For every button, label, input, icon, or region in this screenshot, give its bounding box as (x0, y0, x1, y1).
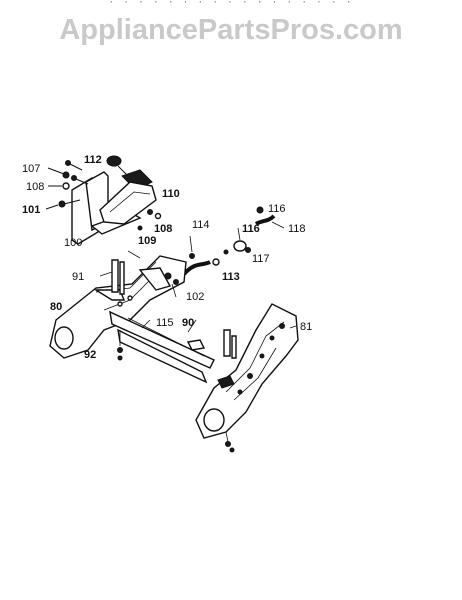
callout-101: 101 (22, 204, 40, 216)
bottom-fastener (225, 431, 235, 453)
callout-90: 90 (182, 317, 194, 329)
knob-112 (106, 155, 129, 177)
side-frame-80 (49, 255, 187, 359)
callout-114: 114 (192, 219, 210, 231)
callout-116-b: 116 (242, 223, 260, 235)
screw-107 (47, 167, 70, 179)
fastener-92 (117, 330, 123, 361)
rod-91 (111, 259, 125, 295)
callout-108-b: 108 (154, 223, 172, 235)
callout-112: 112 (84, 154, 102, 166)
callouts: 107 108 101 112 110 108 114 109 100 116 … (22, 154, 312, 361)
callout-108: 108 (26, 181, 44, 193)
callout-117: 117 (252, 253, 270, 265)
parts-116-118 (223, 206, 276, 255)
washer-108 (48, 182, 70, 190)
callout-91: 91 (72, 271, 84, 283)
callout-113: 113 (222, 271, 240, 283)
callout-116: 116 (268, 203, 286, 215)
callout-118: 118 (288, 223, 306, 235)
handle-110 (99, 169, 162, 231)
side-frame-81 (195, 303, 299, 439)
callout-110: 110 (162, 188, 180, 200)
callout-109: 109 (138, 235, 156, 247)
cross-bar-90 (109, 310, 215, 384)
screw-101 (45, 199, 81, 210)
pin-114 (189, 235, 195, 259)
callout-115: 115 (156, 317, 174, 329)
leader-lines (99, 221, 297, 333)
callout-107: 107 (22, 163, 40, 175)
callout-81: 81 (300, 321, 312, 333)
callout-80: 80 (50, 301, 62, 313)
callout-92: 92 (84, 349, 96, 361)
callout-102: 102 (186, 291, 204, 303)
watermark-logo: AppliancePartsPros.com (59, 14, 403, 46)
cable-113 (180, 258, 220, 276)
cropped-header-text: · · · · · · · · · · · · · · · · · (108, 0, 354, 6)
callout-100: 100 (64, 237, 82, 249)
screws-top (65, 160, 89, 185)
